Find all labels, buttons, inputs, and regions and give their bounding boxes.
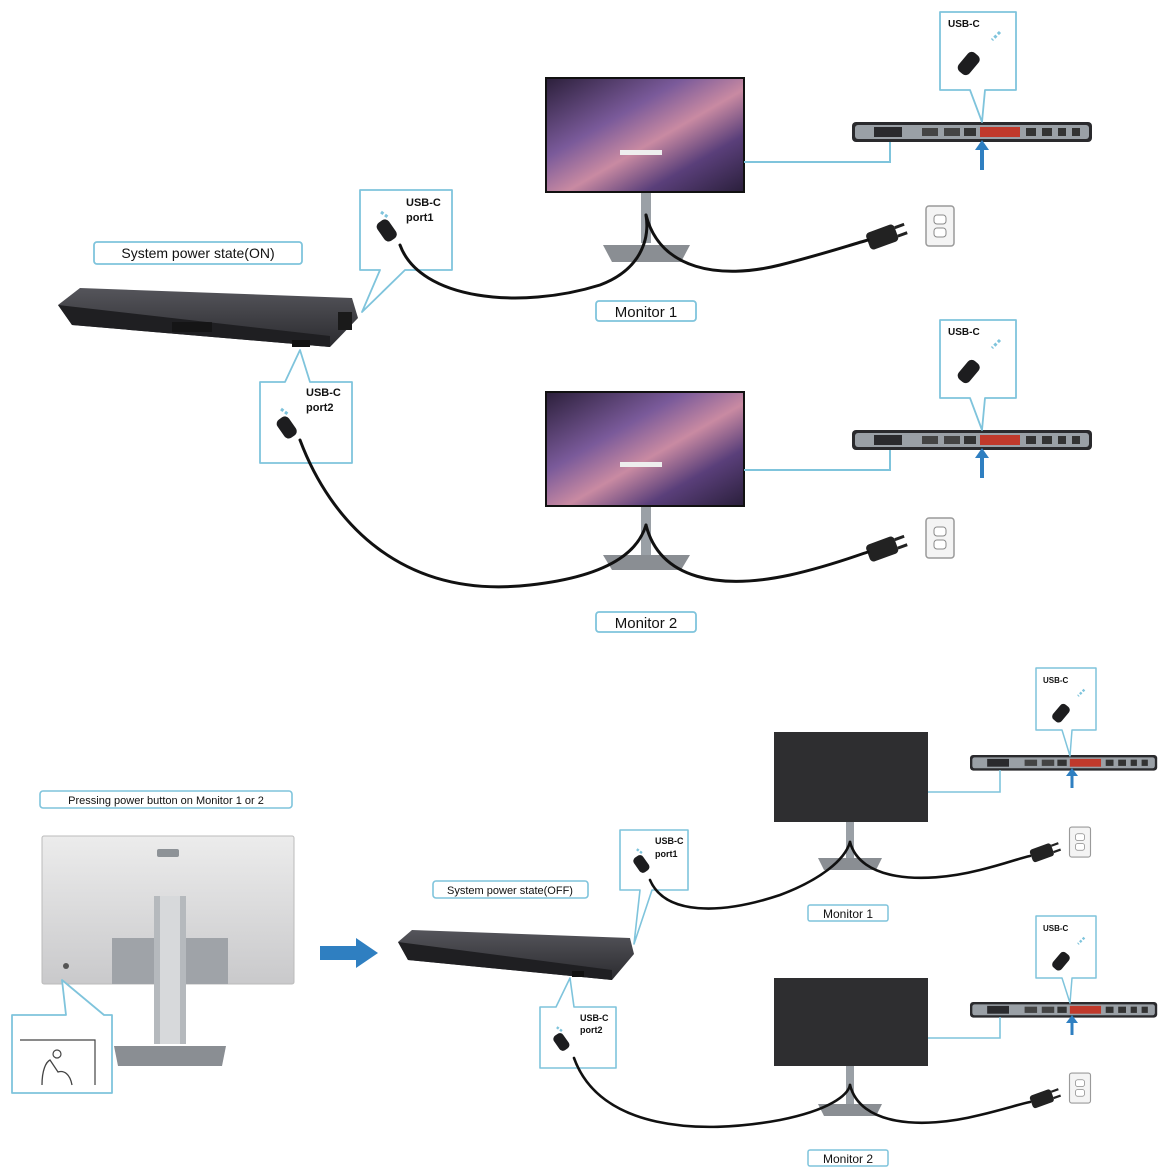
pressing-label: Pressing power button on Monitor 1 or 2 — [39, 790, 293, 809]
usbc-callout-top-1: USB-C — [939, 11, 1017, 123]
usbc-callout-text: USB-C — [948, 19, 980, 30]
bottom-panel: Pressing power button on Monitor 1 or 2 — [11, 667, 1158, 1167]
cables-top — [298, 213, 870, 589]
usbc-port2-callout-bottom: USB-C port2 — [539, 977, 617, 1069]
usbc-callout-top-2: USB-C — [939, 319, 1017, 431]
port1-line2: port1 — [406, 212, 434, 224]
power-outlet-icon — [925, 205, 955, 247]
monitor-2-label-bottom: Monitor 2 — [807, 1149, 889, 1167]
monitor-icon — [774, 732, 928, 822]
monitor-1-back-panel-bottom — [970, 755, 1158, 771]
monitor-2-back-panel — [852, 430, 1092, 450]
power-outlet-icon — [1068, 1072, 1092, 1104]
system-state-on-text: System power state(ON) — [121, 245, 274, 261]
port1-line2: port1 — [655, 849, 678, 859]
usbc-callout-text: USB-C — [1043, 676, 1069, 685]
monitor-2-label: Monitor 2 — [595, 611, 697, 633]
cables-bottom — [572, 840, 1032, 1129]
power-plug-icon — [865, 220, 909, 251]
monitor-1-text: Monitor 1 — [615, 304, 678, 321]
usbc-callout-text: USB-C — [948, 327, 980, 338]
monitor-1-label: Monitor 1 — [595, 300, 697, 322]
monitor-back-view — [41, 835, 295, 1066]
usbc-port2-callout: USB-C port2 — [259, 349, 353, 464]
dock-icon — [58, 288, 358, 347]
usbc-callout-text: USB-C — [1043, 924, 1069, 933]
port2-line1: USB-C — [580, 1013, 609, 1023]
hand-press-icon — [20, 1039, 96, 1086]
usbc-connector-icon — [1052, 688, 1086, 723]
port2-line2: port2 — [306, 402, 334, 414]
top-panel: System power state(ON) USB-C port1 USB-C… — [58, 11, 1092, 633]
usbc-port1-callout: USB-C port1 — [359, 189, 453, 313]
power-outlet-icon — [1068, 826, 1092, 858]
monitor-1-on — [545, 77, 745, 262]
monitor-icon — [545, 391, 745, 507]
monitor-2-text: Monitor 2 — [615, 615, 678, 632]
system-state-off-text: System power state(OFF) — [447, 885, 573, 897]
power-outlet-icon — [925, 517, 955, 559]
monitor-1-label-bottom: Monitor 1 — [807, 904, 889, 922]
monitor-2-off — [774, 978, 928, 1116]
monitor-2-text: Monitor 2 — [823, 1152, 873, 1166]
port2-line2: port2 — [580, 1025, 603, 1035]
port1-line1: USB-C — [655, 836, 684, 846]
usbc-callout-bottom-1: USB-C — [1035, 667, 1097, 757]
monitor-1-off — [774, 732, 928, 870]
port1-line1: USB-C — [406, 197, 441, 209]
arrow-right-icon — [320, 938, 378, 968]
power-plug-icon — [865, 532, 909, 563]
monitor-1-back-panel — [852, 122, 1092, 142]
power-plug-icon — [1029, 840, 1062, 863]
dock-icon — [398, 930, 634, 980]
monitor-icon — [545, 77, 745, 193]
usbc-connector-icon — [1052, 936, 1086, 971]
system-state-on-label: System power state(ON) — [93, 241, 303, 265]
usbc-callout-bottom-2: USB-C — [1035, 915, 1097, 1004]
usbc-connector-icon — [957, 338, 1002, 384]
usbc-connector-icon — [957, 30, 1002, 76]
port2-line1: USB-C — [306, 387, 341, 399]
power-plug-icon — [1029, 1086, 1062, 1109]
hand-press-callout — [11, 979, 113, 1094]
monitor-2-back-panel-bottom — [970, 1002, 1158, 1018]
system-state-off-label: System power state(OFF) — [432, 880, 589, 899]
pressing-text: Pressing power button on Monitor 1 or 2 — [68, 795, 264, 807]
monitor-icon — [774, 978, 928, 1066]
monitor-1-text: Monitor 1 — [823, 907, 873, 921]
monitor-2-on — [545, 391, 745, 570]
